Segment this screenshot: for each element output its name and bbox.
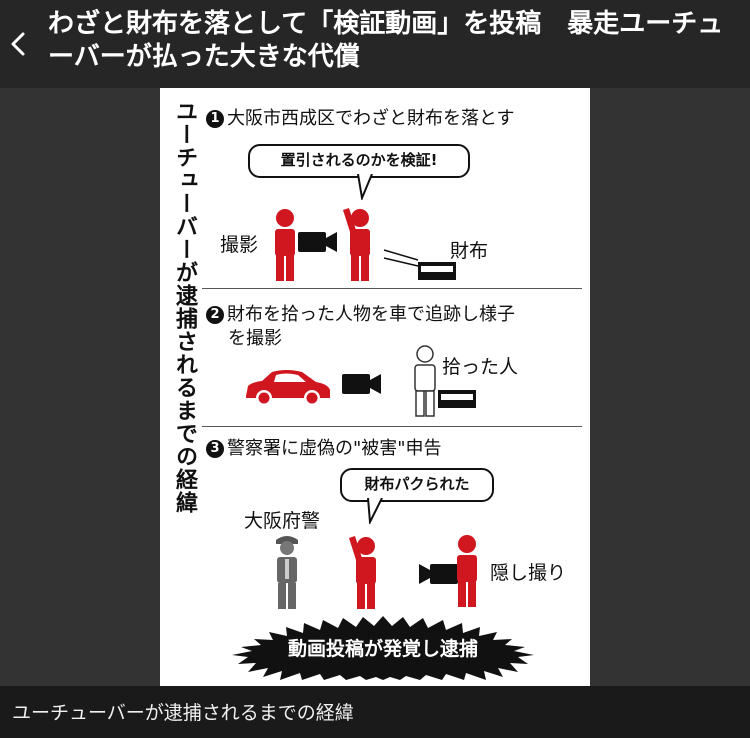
caption-bar: ユーチューバーが逮捕されるまでの経緯 [0,686,750,738]
outline-person-icon [414,345,436,417]
label-wallet: 財布 [450,240,489,262]
speech-bubble-tail [367,498,383,524]
video-camera-icon [419,564,458,584]
arrest-banner-text: 動画投稿が発覚し逮捕 [287,637,478,660]
wallet-icon [418,262,456,280]
step-1-text: 大阪市西成区でわざと財布を落とす [227,108,515,129]
drop-motion-lines [383,249,419,267]
step-number-badge: 3 [206,440,224,458]
spiky-burst-shape [232,616,534,680]
step-2-text-line2: を撮影 [228,328,282,349]
label-filming: 撮影 [220,234,259,256]
back-button[interactable] [0,14,36,74]
step-3-text: 警察署に虚偽の"被害"申告 [227,438,442,459]
speech-bubble-verify: 置引されるのかを検証! [248,144,470,178]
article-header: わざと財布を落として「検証動画」を投稿 暴走ユーチューバーが払った大きな代償 [0,0,750,88]
speech-bubble-tail [357,174,373,200]
video-camera-icon [342,374,381,394]
divider [202,288,582,289]
wallet-icon [438,390,476,408]
red-person-waving-icon [349,536,376,609]
step-number-badge: 2 [206,306,224,324]
label-picker: 拾った人 [442,356,519,378]
video-camera-icon [298,232,337,252]
article-title: わざと財布を落として「検証動画」を投稿 暴走ユーチューバーが払った大きな代償 [48,9,724,72]
police-officer-icon [276,536,298,609]
arrest-banner: 動画投稿が発覚し逮捕 [222,614,544,680]
red-person-cameraman-icon [275,209,295,281]
speech-bubble-stolen: 財布パクられた [340,468,494,502]
step-2-text-line1: 財布を拾った人物を車で追跡し様子 [227,304,515,325]
label-hidden-filming: 隠し撮り [490,562,567,584]
red-car-icon [246,370,330,406]
divider [202,426,582,427]
red-person-hidden-cameraman-icon [457,535,477,607]
chevron-left-icon [11,32,25,56]
red-person-waving-icon [343,208,370,281]
label-osaka-police: 大阪府警 [244,510,321,532]
image-caption: ユーチューバーが逮捕されるまでの経緯 [12,702,354,724]
infographic-title: ユーチューバーが逮捕されるまでの経緯 [172,100,197,514]
step-number-badge: 1 [206,110,224,128]
